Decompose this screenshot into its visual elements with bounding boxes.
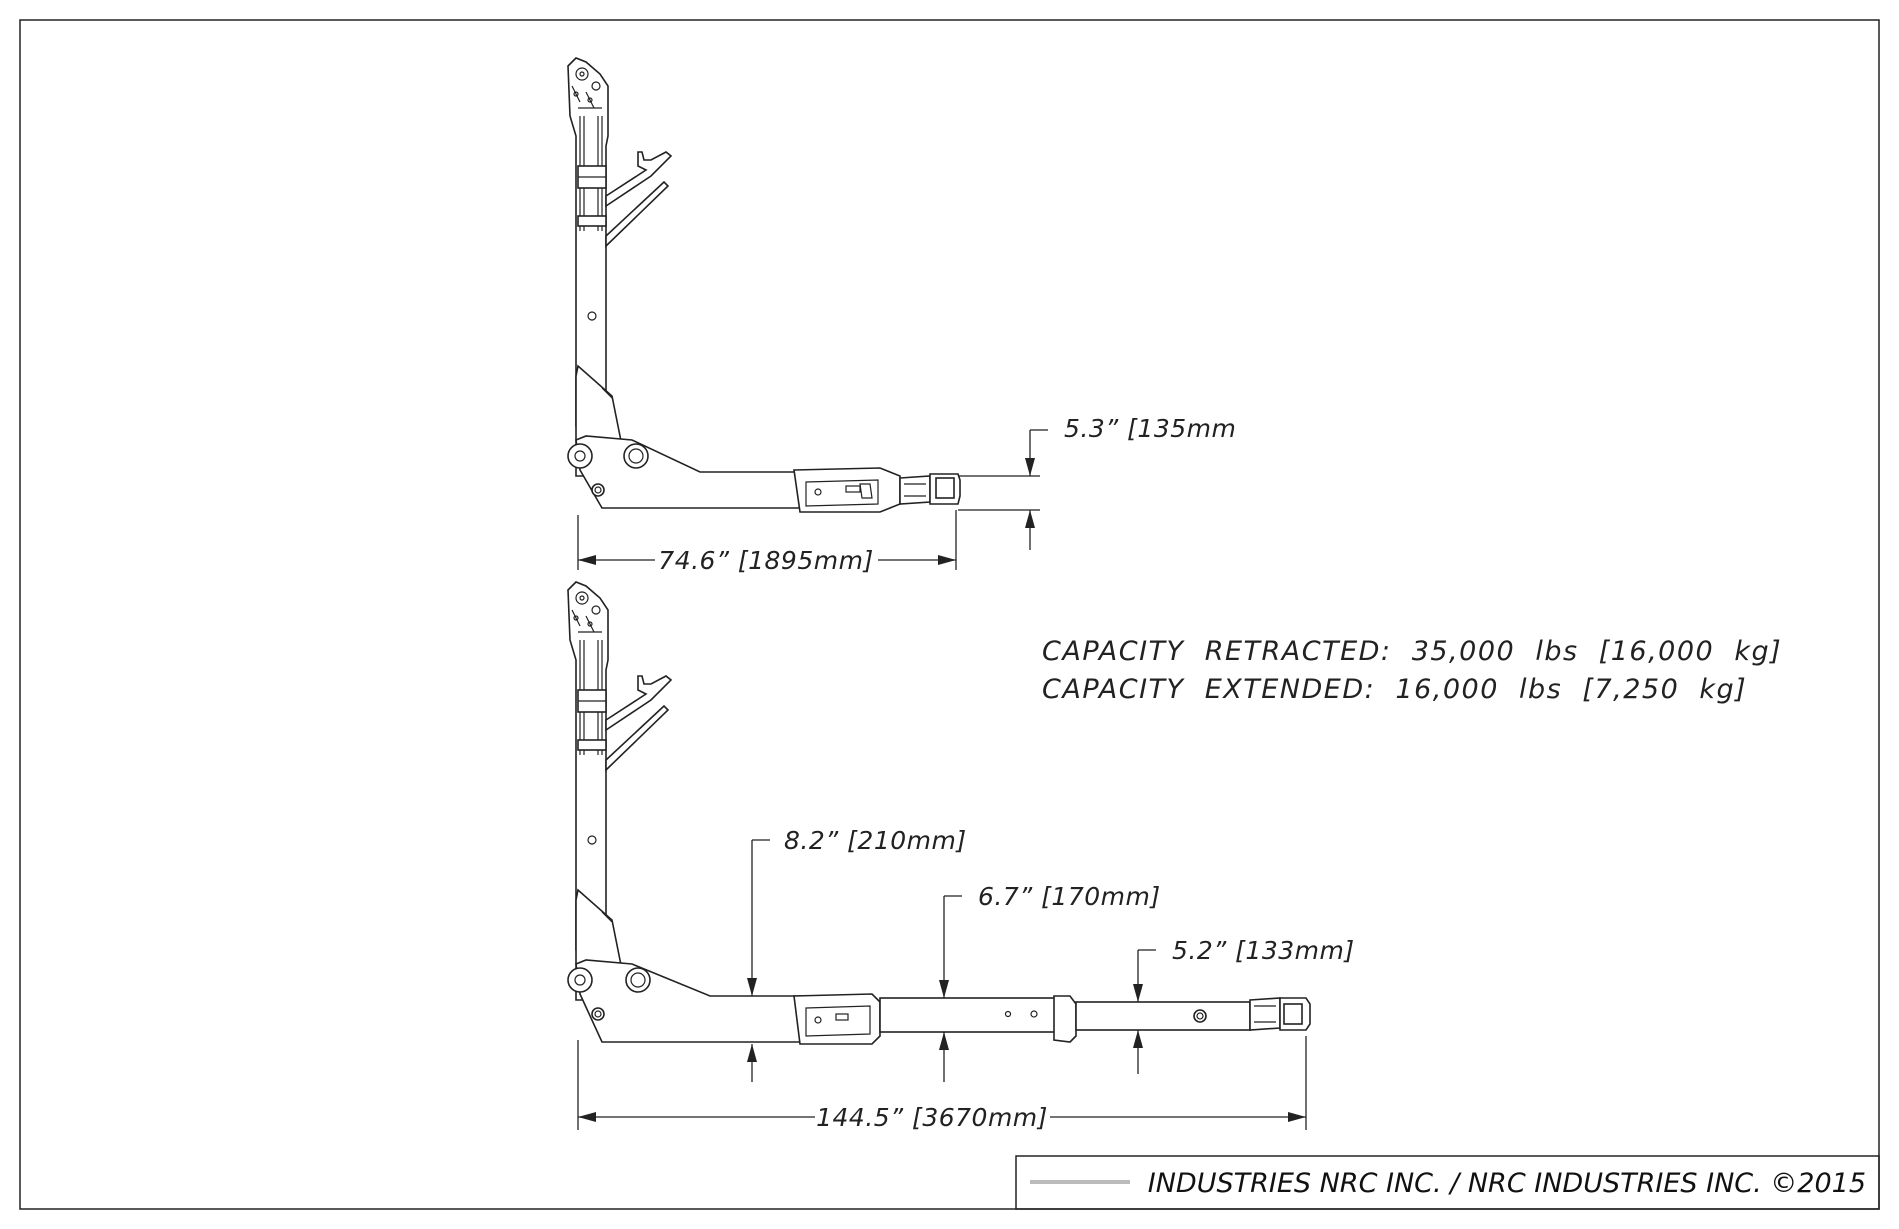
lower-height-dimension-2: 6.7” [170mm] [939, 882, 1161, 1082]
lower-height-dimension-3: 5.2” [133mm] [1133, 936, 1355, 1074]
upper-height-label: 5.3” [135mm [1064, 414, 1236, 443]
lower-height-label-1: 8.2” [210mm] [784, 826, 967, 855]
lower-height-label-3: 5.2” [133mm] [1172, 936, 1355, 965]
capacity-retracted: CAPACITY RETRACTED: 35,000 lbs [16,000 k… [1042, 636, 1782, 667]
upper-length-dimension: 74.6” [1895mm] [577, 510, 957, 575]
lower-length-label: 144.5” [3670mm] [816, 1103, 1048, 1132]
lower-boom-view [567, 581, 1311, 1045]
lower-length-dimension: 144.5” [3670mm] [577, 1036, 1307, 1132]
title-block: INDUSTRIES NRC INC. / NRC INDUSTRIES INC… [1015, 1155, 1880, 1210]
sheet-border [19, 19, 1880, 1210]
upper-height-dimension: 5.3” [135mm [958, 414, 1236, 550]
capacity-notes: CAPACITY RETRACTED: 35,000 lbs [16,000 k… [1042, 636, 1782, 705]
lower-height-dimension-1: 8.2” [210mm] [747, 826, 967, 1082]
upper-length-label: 74.6” [1895mm] [658, 546, 873, 575]
capacity-extended: CAPACITY EXTENDED: 16,000 lbs [7,250 kg] [1042, 674, 1747, 705]
file-path-stamp [1030, 1180, 1130, 1184]
upper-boom-view [567, 57, 961, 513]
company-name: INDUSTRIES NRC INC. / NRC INDUSTRIES INC… [1148, 1168, 1866, 1199]
lower-height-label-2: 6.7” [170mm] [978, 882, 1161, 911]
